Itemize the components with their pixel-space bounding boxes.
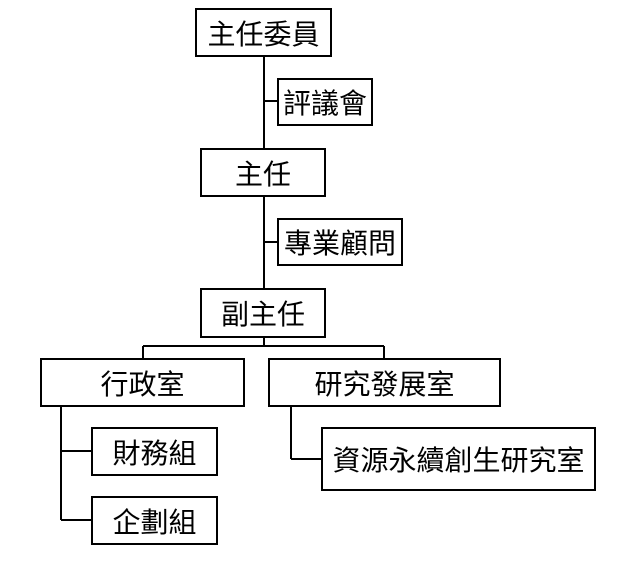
sustainability-lab-label: 資源永續創生研究室: [332, 444, 585, 477]
finance-group-label: 財務組: [112, 436, 197, 470]
council-box: 評議會: [277, 78, 373, 126]
council-label: 評議會: [282, 87, 367, 120]
commissioner-label: 主任委員: [207, 17, 320, 51]
deputy-director-box: 副主任: [200, 288, 326, 338]
consultant-box: 專業顧問: [277, 218, 403, 266]
consultant-label: 專業顧問: [283, 227, 396, 260]
admin-office-box: 行政室: [40, 358, 245, 407]
finance-group-box: 財務組: [91, 427, 218, 476]
research-office-box: 研究發展室: [268, 358, 501, 407]
planning-group-box: 企劃組: [91, 496, 218, 545]
deputy-director-label: 副主任: [220, 298, 305, 331]
commissioner-box: 主任委員: [195, 8, 332, 57]
director-box: 主任: [200, 148, 326, 197]
planning-group-label: 企劃組: [112, 505, 197, 539]
director-label: 主任: [234, 157, 291, 191]
sustainability-lab-box: 資源永續創生研究室: [321, 427, 596, 491]
admin-office-label: 行政室: [100, 367, 185, 401]
research-office-label: 研究發展室: [314, 367, 455, 401]
